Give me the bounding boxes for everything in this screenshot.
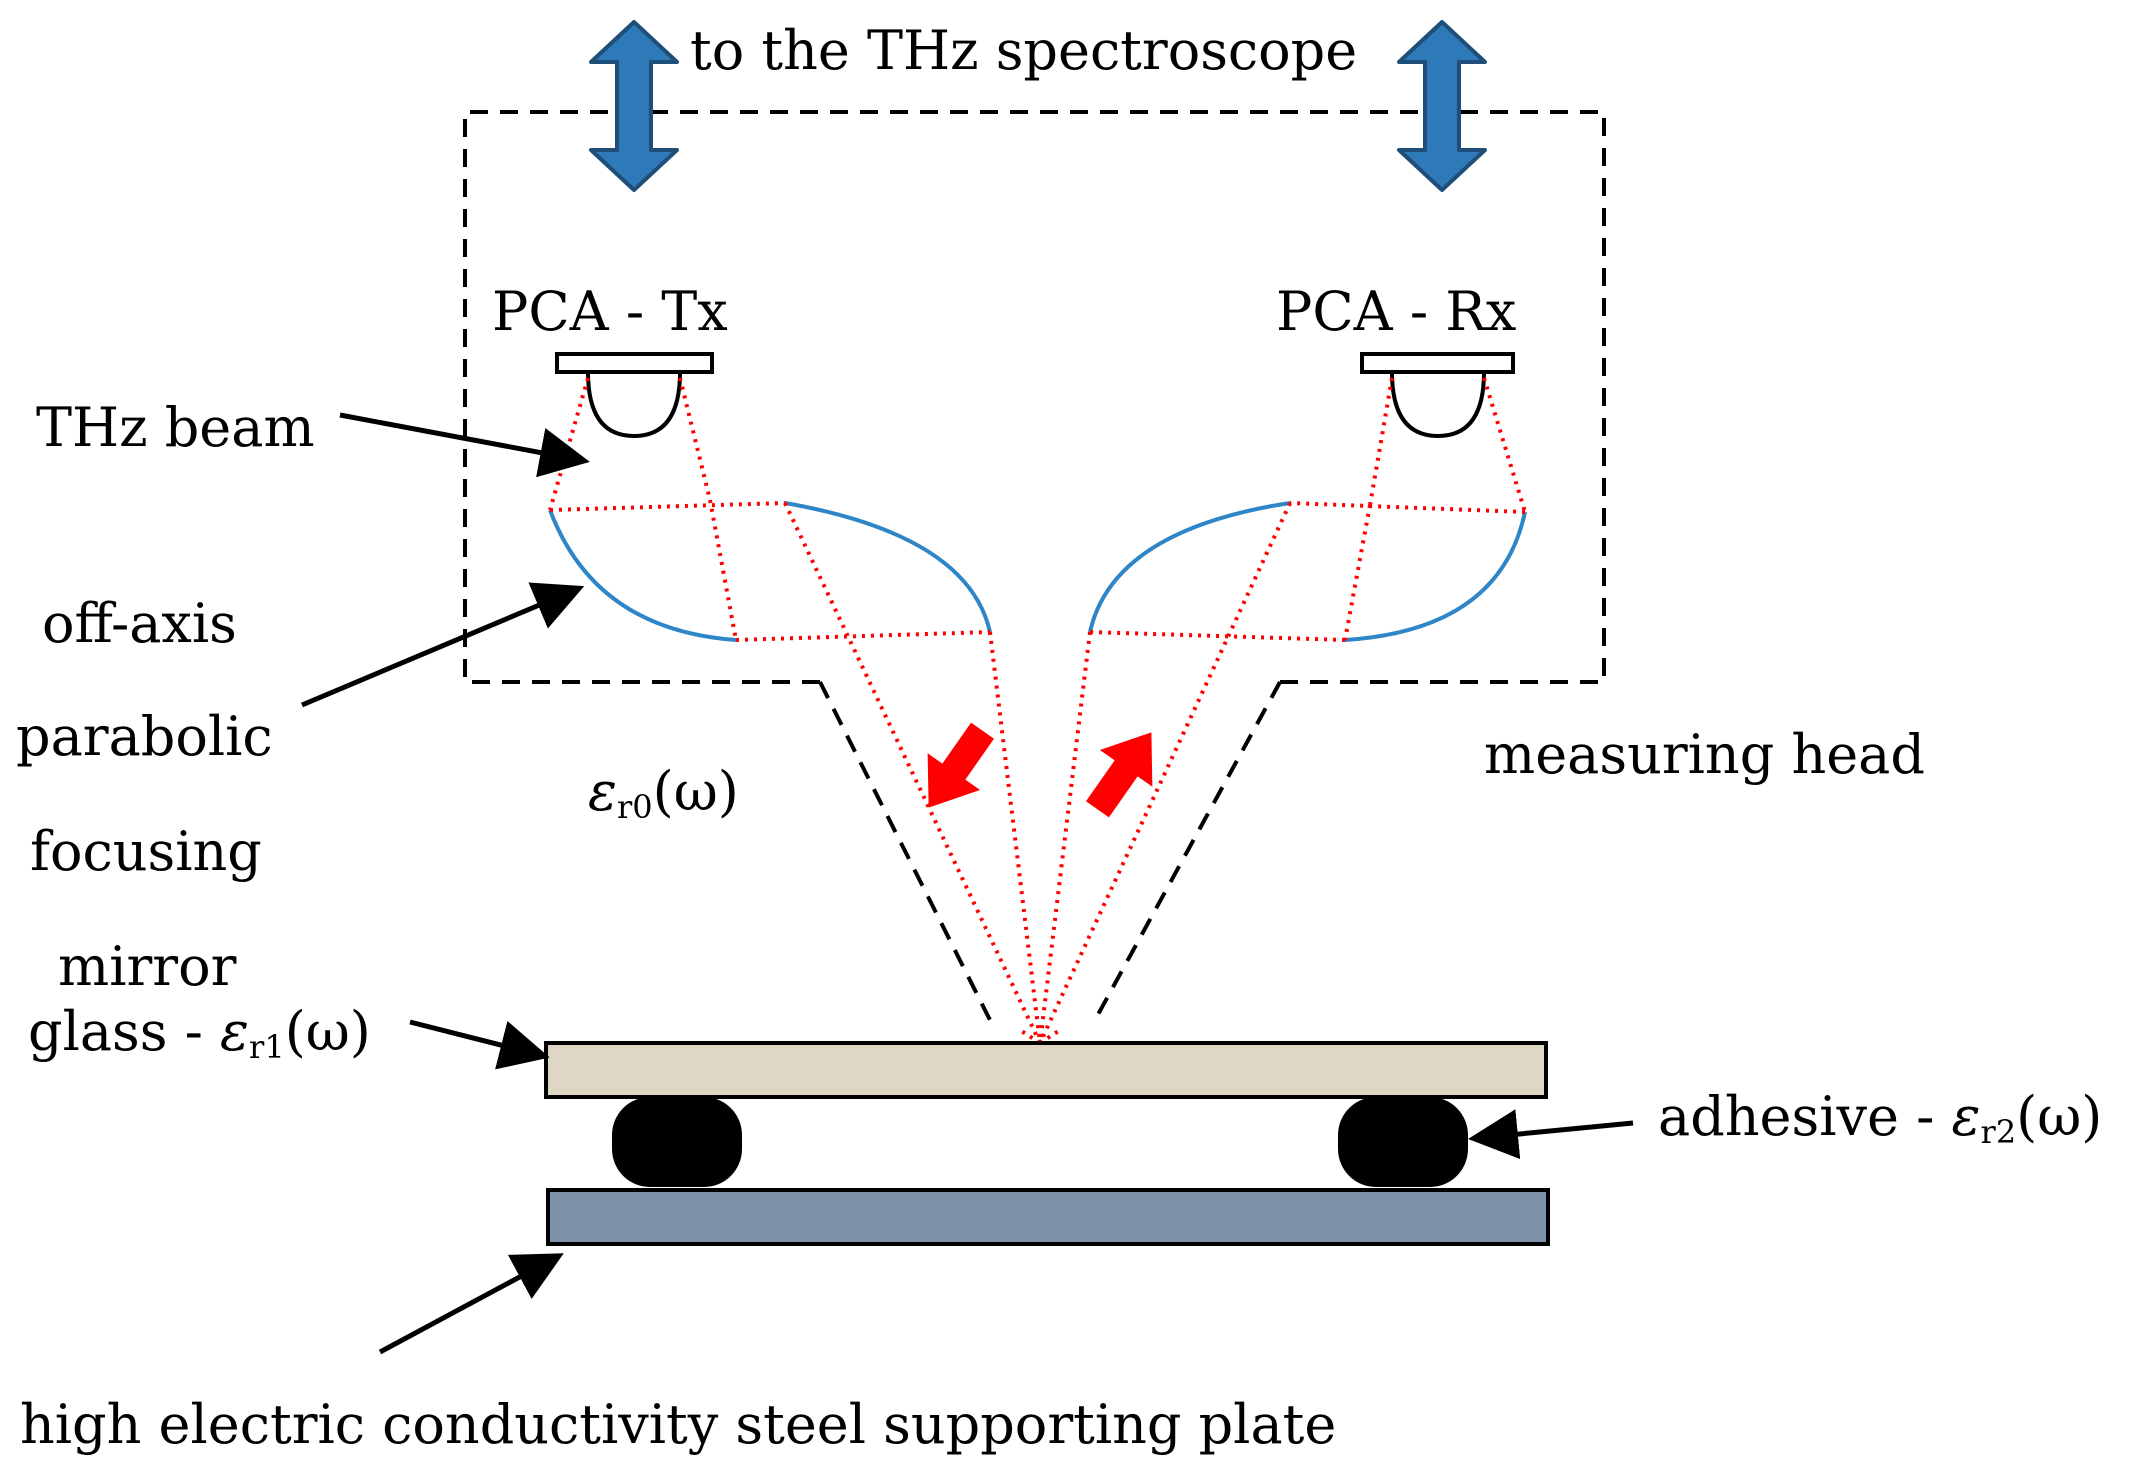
pca-tx-label: PCA - Tx (492, 280, 728, 343)
omega-suffix: (ω) (2016, 1085, 2103, 1148)
measuring-head-cone-right (1093, 681, 1282, 1021)
mirror-label-line-3: focusing (30, 820, 262, 883)
adhesive-bead-left (612, 1097, 742, 1187)
thz-beam-paths (548, 377, 1527, 1045)
mirror-left-1 (548, 509, 737, 642)
omega-suffix: (ω) (284, 1000, 371, 1063)
pointer-thz-beam (339, 412, 590, 478)
title-label: to the THz spectroscope (690, 19, 1358, 82)
steel-plate (546, 1188, 1550, 1246)
omega-suffix: (ω) (652, 760, 739, 823)
mirror-label-line-1: off-axis (42, 592, 237, 655)
incident-arrow-icon (927, 722, 994, 808)
glass-prefix: glass - (28, 1000, 221, 1063)
pca-rx-antenna (1360, 352, 1515, 439)
pca-tx-antenna (555, 352, 714, 439)
epsilon-symbol: ε (588, 760, 617, 823)
measuring-head-cone-left (818, 681, 992, 1021)
pointer-mirror (301, 582, 585, 708)
plate-label: high electric conductivity steel support… (20, 1393, 1337, 1456)
glass-layer (544, 1041, 1548, 1099)
double-arrow-left-icon (589, 20, 679, 192)
pca-rx-label: PCA - Rx (1276, 280, 1517, 343)
pointer-adhesive (1468, 1109, 1634, 1160)
epsilon-symbol: ε (1951, 1085, 1981, 1148)
measuring-head-outline (463, 110, 1606, 684)
air-permittivity-label: εr0(ω) (588, 765, 739, 826)
adhesive-bead-right (1338, 1097, 1468, 1187)
mirror-left-2 (784, 501, 992, 633)
pointer-glass (409, 1019, 550, 1070)
double-arrow-right-icon (1397, 20, 1487, 192)
epsilon-subscript: r1 (249, 1028, 285, 1066)
mirror-right-2 (1088, 501, 1291, 633)
epsilon-symbol: ε (220, 1000, 250, 1063)
adhesive-prefix: adhesive - (1658, 1085, 1952, 1148)
epsilon-subscript: r0 (616, 788, 653, 826)
mirror-right-1 (1344, 511, 1527, 642)
mirror-label-line-2: parabolic (16, 705, 273, 768)
measuring-head-label: measuring head (1484, 723, 1925, 786)
thz-beam-label: THz beam (36, 396, 315, 459)
adhesive-label: adhesive - εr2(ω) (1658, 1090, 2102, 1151)
epsilon-subscript: r2 (1980, 1113, 2017, 1151)
mirror-label-line-4: mirror (58, 935, 237, 998)
reflected-arrow-icon (1086, 732, 1153, 818)
glass-label: glass - εr1(ω) (28, 1005, 371, 1066)
pointer-plate (378, 1253, 564, 1355)
